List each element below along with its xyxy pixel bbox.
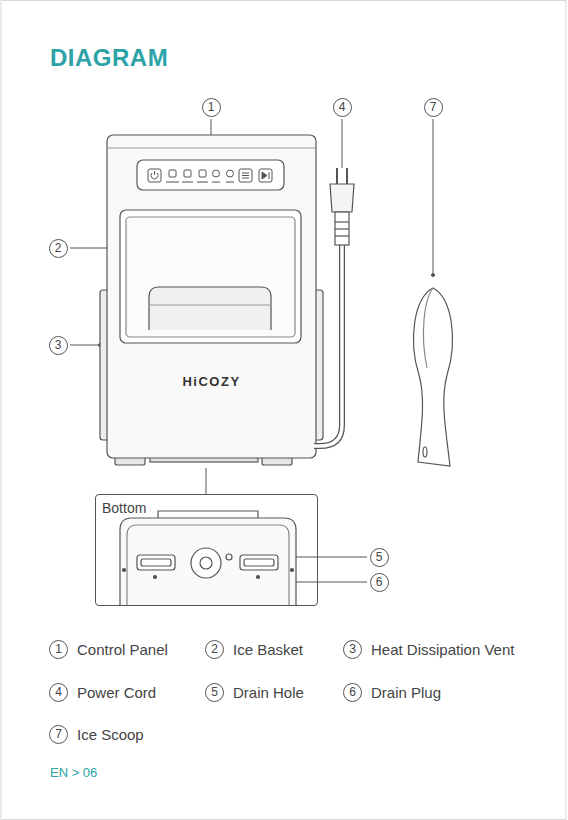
callout-number: 3: [55, 339, 62, 351]
part-name: Drain Hole: [233, 684, 304, 701]
diagram-title: DIAGRAM: [50, 44, 168, 72]
part-name: Ice Scoop: [77, 726, 144, 743]
legend-item: 2 Ice Basket: [205, 640, 303, 659]
callout-number: 5: [205, 683, 224, 702]
callout-number: 1: [208, 101, 215, 113]
legend-item: 1 Control Panel: [49, 640, 168, 659]
callout-number: 3: [343, 640, 362, 659]
bottom-view: [120, 511, 296, 605]
callout-number: 4: [49, 683, 68, 702]
ice-maker-body: [100, 135, 323, 465]
callout-number: 6: [370, 573, 389, 592]
callout-number: 6: [343, 683, 362, 702]
ice-maker-front: HiCOZY: [107, 135, 316, 458]
ice-scoop: [414, 288, 453, 466]
part-name: Control Panel: [77, 641, 168, 658]
callout-number: 5: [370, 548, 389, 567]
callout-number: 4: [339, 101, 346, 113]
legend-item: 5 Drain Hole: [205, 683, 304, 702]
callout-number: 4: [333, 98, 352, 117]
callout-number: 2: [205, 640, 224, 659]
part-name: Ice Basket: [233, 641, 303, 658]
legend-item: 6 Drain Plug: [343, 683, 441, 702]
part-name: Heat Dissipation Vent: [371, 641, 514, 658]
bottom-view-box: Bottom: [95, 494, 318, 606]
power-cord: [314, 168, 354, 446]
legend-item: 7 Ice Scoop: [49, 725, 144, 744]
brand-logo: HiCOZY: [182, 374, 240, 389]
callout-number: 6: [376, 576, 383, 588]
callout-number: 2: [55, 242, 62, 254]
callout-number: 2: [49, 239, 68, 258]
callout-number: 5: [376, 551, 383, 563]
leader-lines: [70, 119, 433, 582]
legend-item: 3 Heat Dissipation Vent: [343, 640, 514, 659]
callout-number: 7: [430, 101, 437, 113]
callout-number: 7: [424, 98, 443, 117]
control-panel-icons: [148, 169, 272, 182]
legend-item: 4 Power Cord: [49, 683, 156, 702]
page-number: EN > 06: [50, 765, 97, 780]
callout-number: 1: [49, 640, 68, 659]
callout-number: 7: [49, 725, 68, 744]
callout-number: 3: [49, 336, 68, 355]
part-name: Drain Plug: [371, 684, 441, 701]
part-name: Power Cord: [77, 684, 156, 701]
callout-number: 1: [202, 98, 221, 117]
view-label: Bottom: [101, 500, 147, 516]
